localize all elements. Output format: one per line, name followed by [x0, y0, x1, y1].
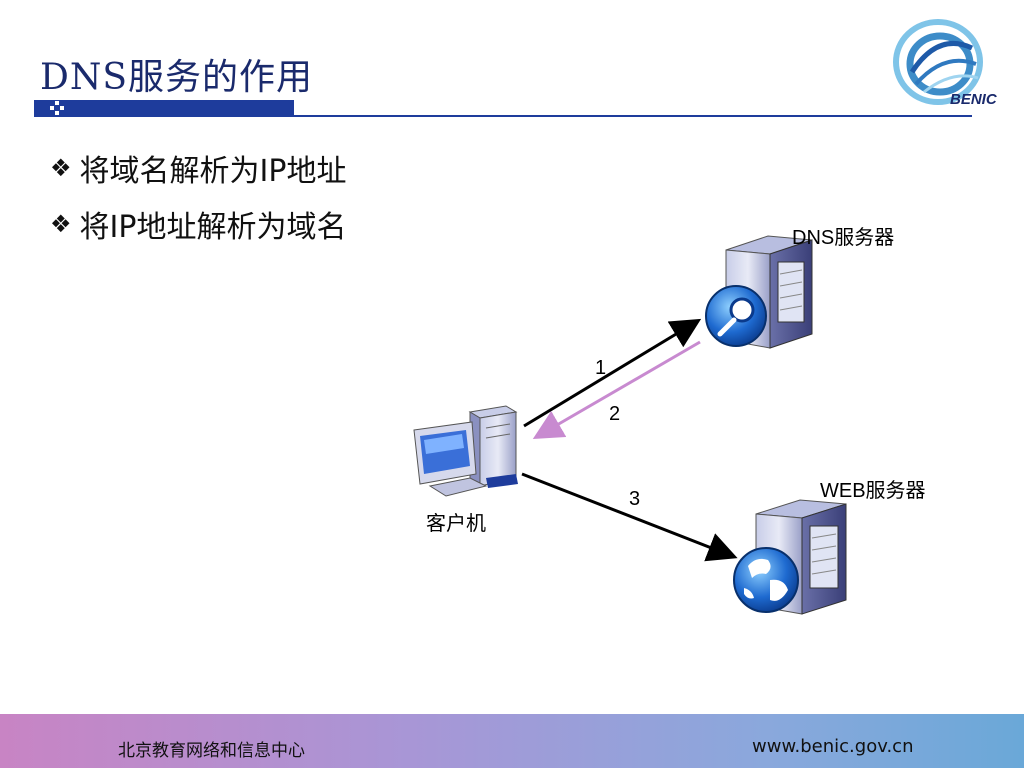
bullet-text: 将IP地址解析为域名 — [79, 210, 347, 245]
dns-server-icon — [705, 235, 813, 349]
benic-logo: BENIC — [893, 19, 998, 108]
arrow-2-label: 2 — [609, 403, 620, 425]
request-arrow-3 — [521, 472, 738, 562]
footer-website: www.benic.gov.cn — [752, 736, 914, 757]
client-label: 客户机 — [426, 512, 486, 535]
arrow-1-label: 1 — [595, 357, 606, 379]
title-bar-ornament-icon — [50, 101, 64, 115]
bullet-item: ❖ 将域名解析为IP地址 — [50, 140, 346, 196]
web-server-label: WEB服务器 — [820, 479, 926, 502]
arrow-3-label: 3 — [629, 488, 640, 510]
diamond-bullet-icon: ❖ — [50, 154, 72, 182]
bullet-item: ❖ 将IP地址解析为域名 — [50, 196, 346, 252]
request-arrow-1 — [523, 318, 702, 428]
title-accent-bar — [34, 100, 294, 115]
footer-organization: 北京教育网络和信息中心 — [118, 741, 305, 761]
web-server-icon — [733, 499, 847, 615]
bullet-list: ❖ 将域名解析为IP地址 ❖ 将IP地址解析为域名 — [50, 140, 346, 252]
title-underline — [34, 115, 972, 117]
footer-bar: 北京教育网络和信息中心 www.benic.gov.cn — [0, 714, 1024, 768]
client-computer-icon — [413, 405, 518, 497]
diamond-bullet-icon: ❖ — [50, 210, 72, 238]
logo-text: BENIC — [950, 91, 998, 108]
bullet-text: 将域名解析为IP地址 — [79, 154, 347, 189]
response-arrow-2 — [532, 340, 701, 440]
slide-title: DNS服务的作用 — [40, 57, 314, 98]
dns-server-label: DNS服务器 — [792, 226, 894, 249]
